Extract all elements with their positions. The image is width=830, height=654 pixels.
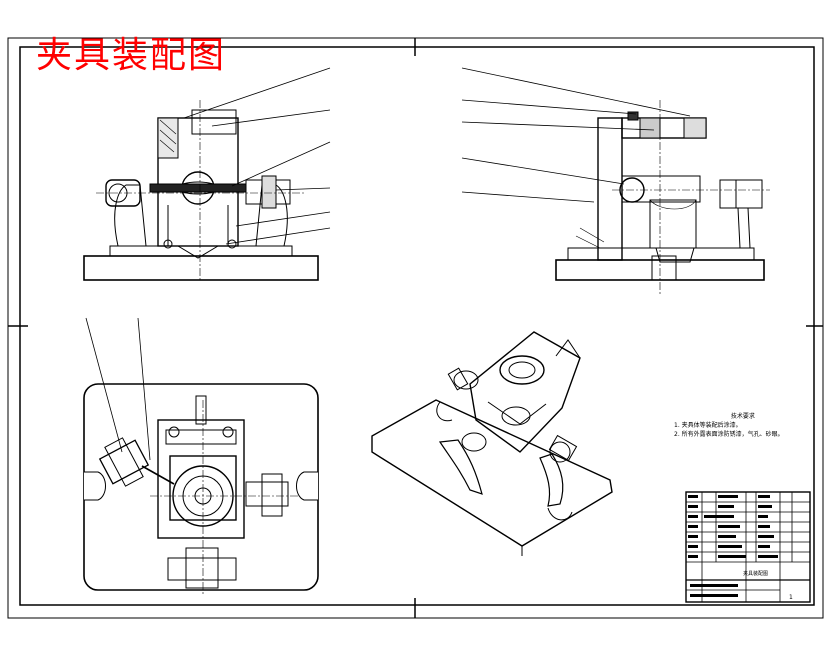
front-view-leaders xyxy=(183,67,331,245)
top-view xyxy=(83,383,319,594)
technical-notes: 技术要求 1. 夹具体等装配后涂漆。 2. 所有外露表面涂防锈漆，气孔、砂眼。 xyxy=(674,412,784,439)
technical-note-2: 2. 所有外露表面涂防锈漆，气孔、砂眼。 xyxy=(674,431,784,438)
technical-note-1: 1. 夹具体等装配后涂漆。 xyxy=(674,422,742,429)
isometric-view xyxy=(371,331,613,556)
front-view xyxy=(83,100,319,282)
title-block xyxy=(685,491,811,603)
centering-marks xyxy=(8,38,823,618)
technical-notes-heading: 技术要求 xyxy=(730,413,755,420)
side-view-leaders xyxy=(461,67,691,203)
title-block-sheet-number: 1 xyxy=(789,594,793,601)
drawing-title: 夹具装配图 xyxy=(36,35,227,76)
side-view xyxy=(555,100,770,294)
top-view-leaders xyxy=(85,317,151,461)
title-block-drawing-name: 夹具装配图 xyxy=(743,571,769,577)
